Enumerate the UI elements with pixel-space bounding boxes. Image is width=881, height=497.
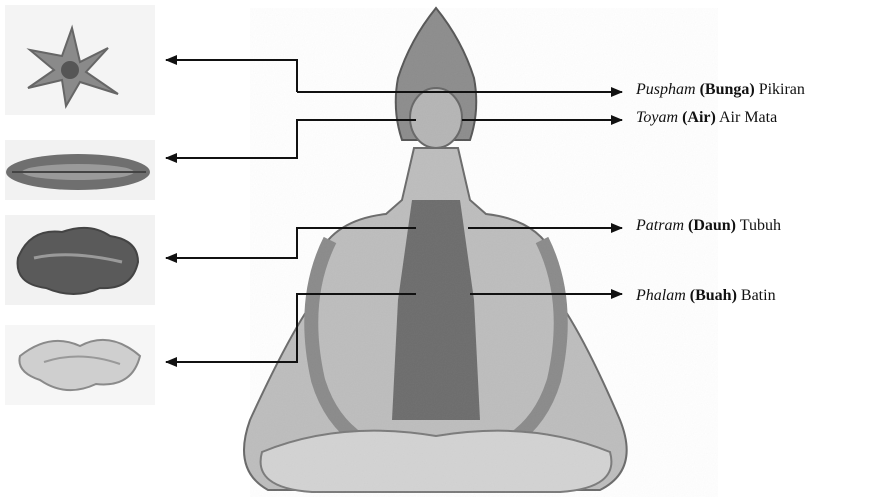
label-toyam-gloss: Air Mata: [719, 109, 777, 126]
label-patram-meaning: (Daun): [688, 217, 736, 234]
label-puspham-meaning: (Bunga): [700, 81, 755, 98]
label-toyam: Toyam (Air) Air Mata: [636, 109, 777, 127]
label-phalam-term: Phalam: [636, 287, 686, 304]
label-phalam-meaning: (Buah): [690, 287, 737, 304]
label-toyam-term: Toyam: [636, 109, 678, 126]
label-patram-gloss: Tubuh: [740, 217, 781, 234]
label-phalam-gloss: Batin: [741, 287, 776, 304]
label-patram: Patram (Daun) Tubuh: [636, 217, 781, 235]
label-toyam-meaning: (Air): [682, 109, 716, 126]
fruit-icon: [5, 325, 155, 405]
flower-icon: [5, 5, 155, 115]
label-phalam: Phalam (Buah) Batin: [636, 287, 776, 305]
label-puspham: Puspham (Bunga) Pikiran: [636, 81, 805, 99]
leaf-icon: [5, 215, 155, 305]
label-puspham-term: Puspham: [636, 81, 696, 98]
water-icon: [5, 140, 155, 200]
label-patram-term: Patram: [636, 217, 684, 234]
label-puspham-gloss: Pikiran: [759, 81, 805, 98]
meditating-figure-icon: [244, 8, 640, 492]
